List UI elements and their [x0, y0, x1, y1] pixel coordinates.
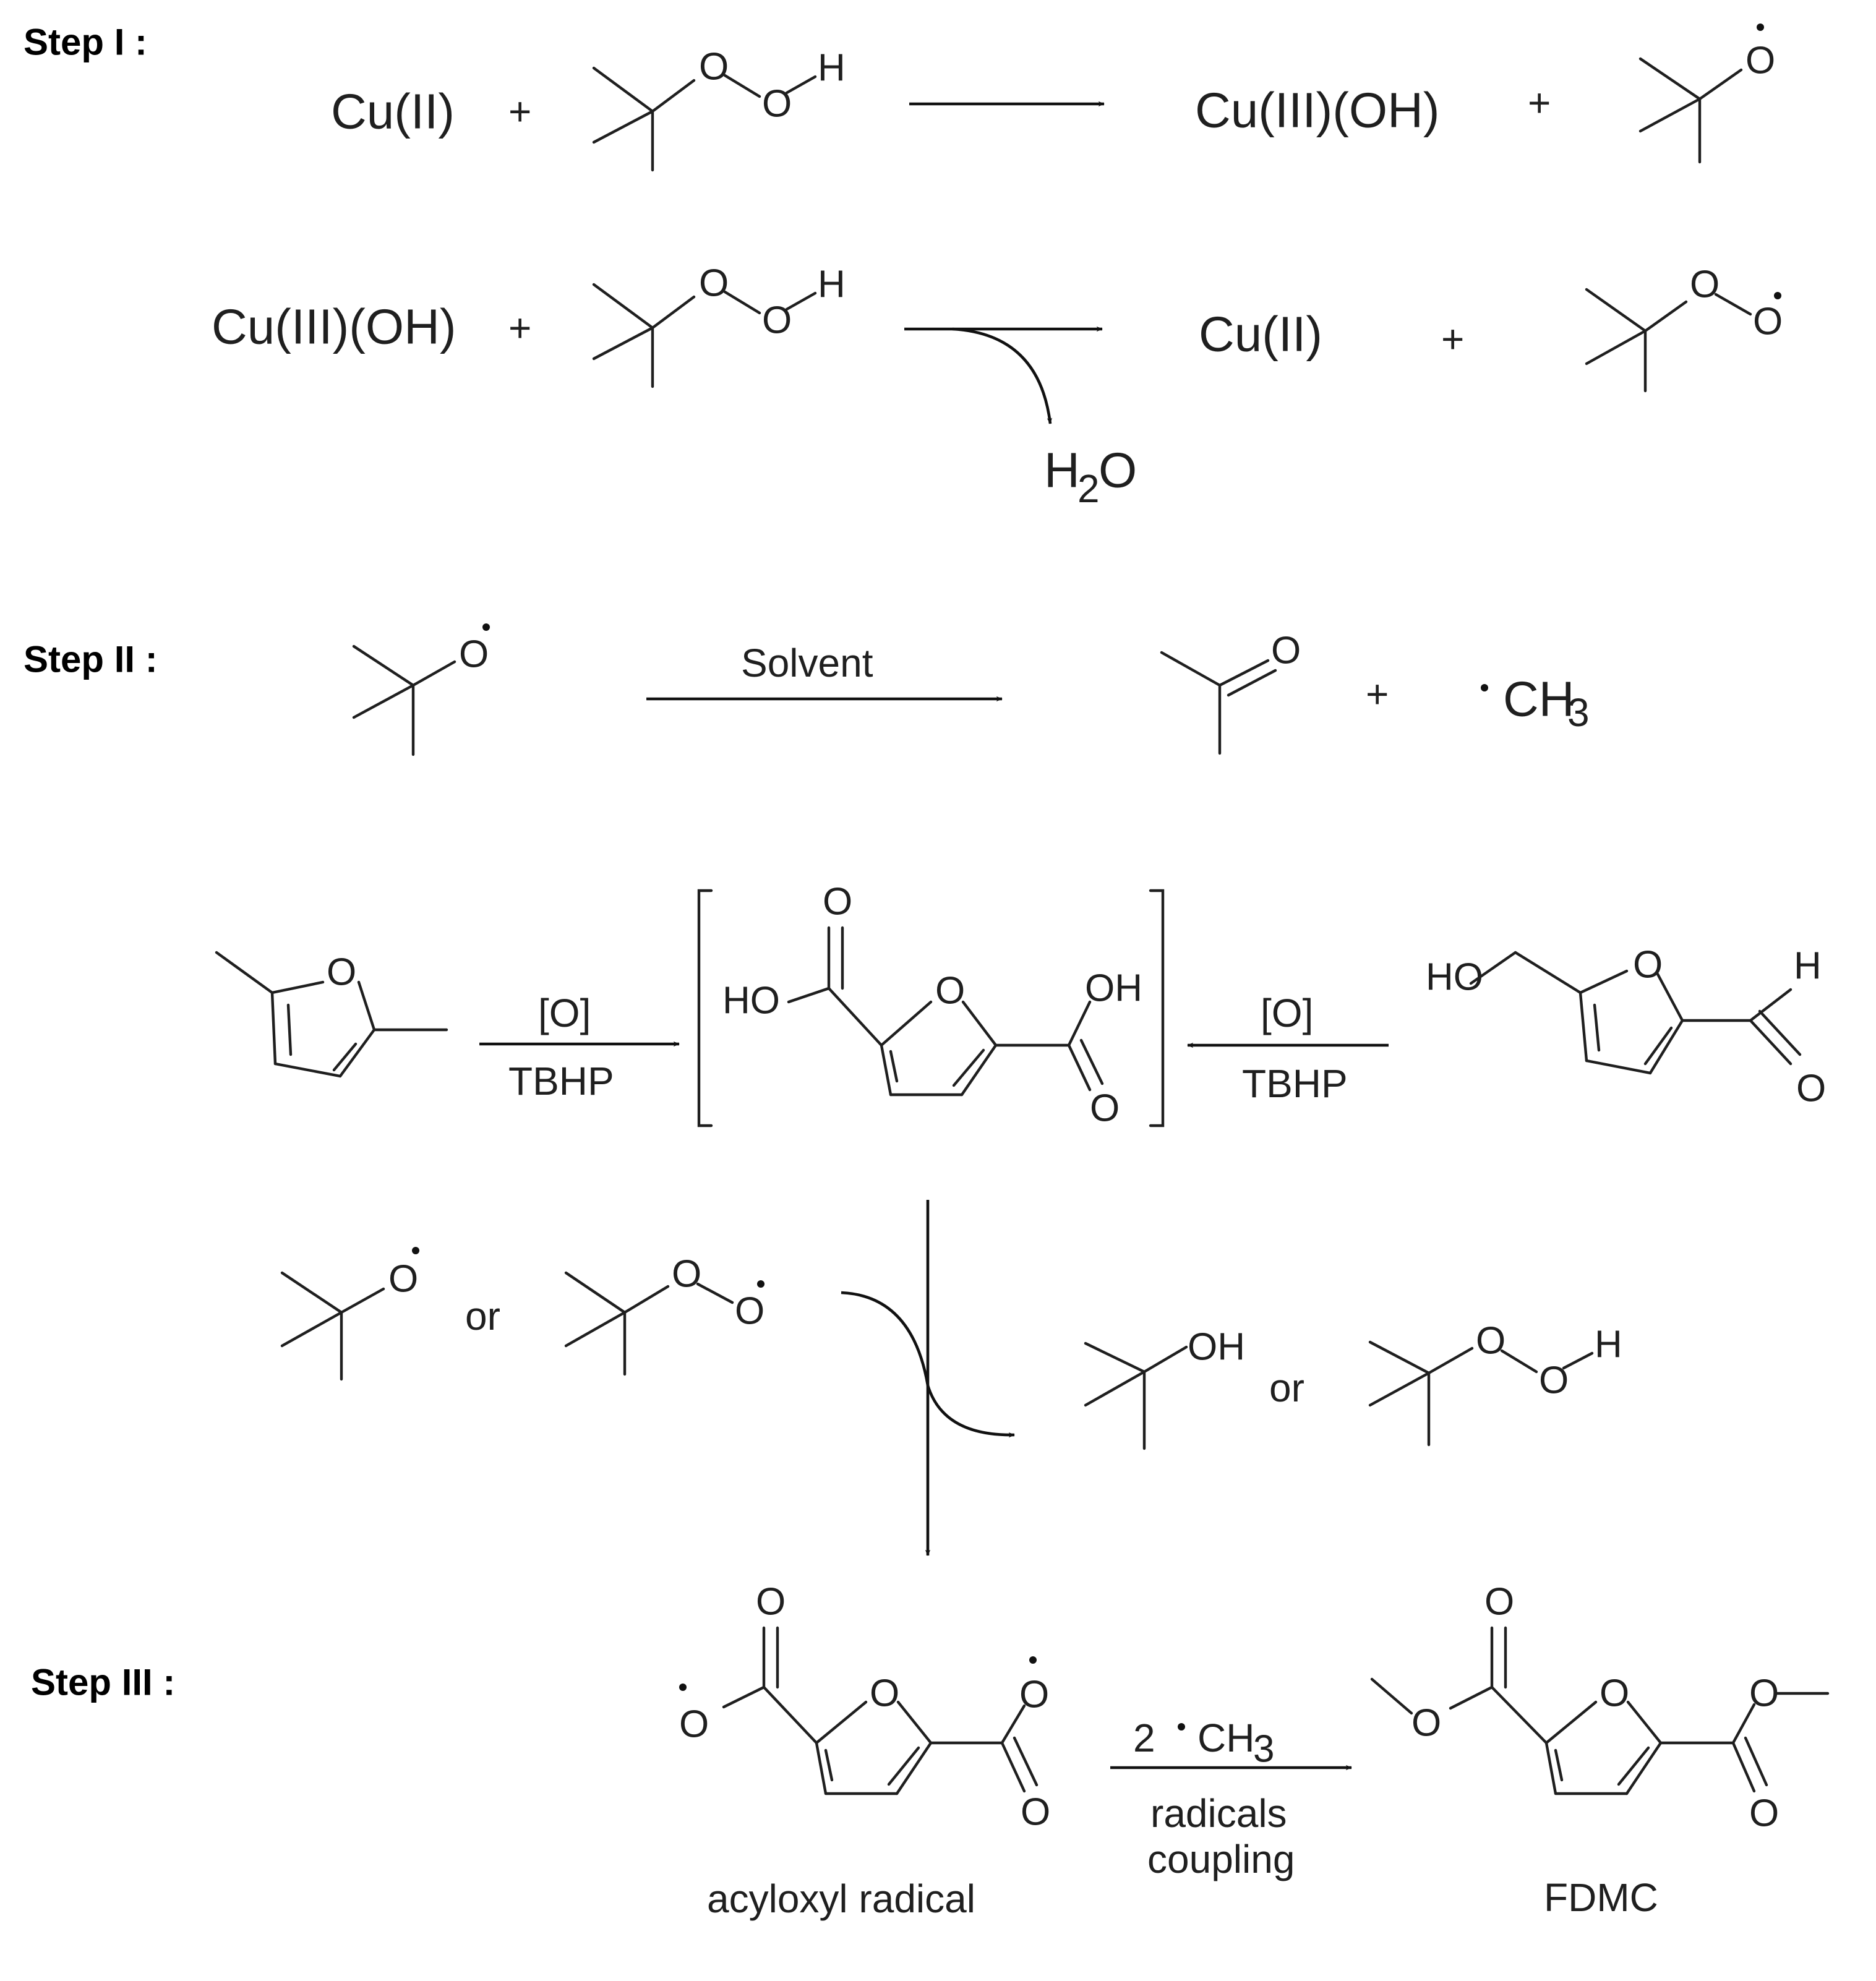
svg-text:O: O — [1690, 263, 1720, 306]
svg-text:O: O — [756, 1581, 786, 1624]
tbhp-molecule: O O H — [1368, 1320, 1622, 1447]
svg-text:O: O — [1753, 301, 1783, 343]
svg-text:O: O — [1411, 1702, 1441, 1745]
svg-text:H: H — [1595, 1324, 1622, 1366]
svg-text:H: H — [1044, 443, 1080, 498]
cu-iii-oh-product: Cu(III)(OH) — [1195, 83, 1440, 138]
step1-reaction2: Cu(III)(OH) + O O H H 2 O Cu(II) + O O — [212, 262, 1783, 511]
svg-text:O: O — [1019, 1674, 1049, 1716]
acetone: O — [1160, 630, 1301, 755]
svg-text:H: H — [818, 47, 846, 90]
methyl-radical-reagent: 2 CH 3 — [1133, 1716, 1274, 1771]
tert-butylperoxyl-radical: O O — [564, 1253, 765, 1376]
step-3-label: Step III : — [31, 1662, 175, 1703]
svg-text:O: O — [1476, 1320, 1506, 1363]
acyloxyl-radical: O O O O O — [679, 1581, 1050, 1834]
svg-text:O: O — [870, 1672, 899, 1715]
svg-text:HO: HO — [722, 980, 780, 1022]
svg-text:2: 2 — [1133, 1716, 1155, 1760]
svg-text:HO: HO — [1426, 956, 1483, 999]
svg-text:OH: OH — [1188, 1326, 1245, 1369]
coupling-label: coupling — [1147, 1837, 1295, 1881]
svg-text:CH: CH — [1197, 1716, 1254, 1760]
svg-text:O: O — [762, 299, 792, 342]
tbhp-label-left: TBHP — [508, 1059, 614, 1103]
water-release-arrow — [952, 327, 1053, 424]
plus-sign: + — [508, 306, 531, 350]
bracket-right — [1149, 889, 1165, 1127]
or-text: or — [1269, 1366, 1304, 1410]
step3-reaction: O O O O O acyloxyl radical 2 CH 3 radica… — [679, 1581, 1830, 1921]
svg-text:O: O — [1633, 944, 1663, 986]
svg-text:O: O — [327, 951, 356, 994]
svg-text:OH: OH — [1085, 967, 1142, 1010]
svg-text:O: O — [935, 970, 965, 1012]
svg-text:O: O — [1099, 443, 1137, 498]
dimethylfuran: O — [215, 951, 448, 1078]
svg-text:O: O — [1600, 1672, 1629, 1715]
step1-reaction1: Cu(II) + O O H Cu(III)(OH) + O — [331, 24, 1775, 172]
step-2-label: Step II : — [24, 639, 158, 680]
svg-text:O: O — [735, 1290, 765, 1333]
step2-reaction: O Solvent O + CH 3 — [352, 623, 1590, 756]
step-1-label: Step I : — [24, 22, 147, 63]
fdmc-molecule: O O O O O — [1370, 1581, 1830, 1835]
svg-text:O: O — [679, 1703, 709, 1746]
svg-text:O: O — [1539, 1359, 1569, 1402]
fdmc-label: FDMC — [1544, 1875, 1658, 1920]
svg-text:CH: CH — [1503, 672, 1575, 727]
svg-text:H: H — [818, 263, 846, 306]
plus-sign: + — [1528, 80, 1551, 125]
svg-text:O: O — [699, 46, 729, 88]
tert-butylperoxyl-radical: O O — [1585, 263, 1783, 393]
bracket-left — [697, 889, 713, 1127]
tbhp-label-right: TBHP — [1242, 1061, 1348, 1106]
svg-text:O: O — [1090, 1087, 1120, 1130]
fdca-intermediate: O O HO OH O — [722, 881, 1142, 1130]
svg-text:H: H — [1794, 945, 1822, 988]
acyloxyl-radical-label: acyloxyl radical — [707, 1876, 975, 1921]
oxidation-to-fdca: O [O] TBHP O O HO OH O — [215, 881, 1826, 1130]
plus-sign: + — [508, 89, 531, 134]
radicals-label: radicals — [1150, 1791, 1287, 1836]
svg-text:3: 3 — [1253, 1728, 1274, 1771]
svg-text:O: O — [388, 1258, 418, 1301]
svg-text:O: O — [1484, 1581, 1514, 1624]
svg-text:2: 2 — [1077, 466, 1100, 511]
svg-text:O: O — [672, 1253, 701, 1296]
cu-ii-product: Cu(II) — [1199, 307, 1322, 362]
tert-butoxyl-radical: O — [352, 623, 490, 756]
water: H 2 O — [1044, 443, 1137, 511]
svg-text:O: O — [823, 881, 852, 923]
solvent-condition: Solvent — [741, 641, 873, 685]
svg-text:O: O — [459, 633, 489, 676]
svg-text:3: 3 — [1567, 690, 1590, 735]
hmf: HO O H O — [1426, 944, 1826, 1110]
plus-sign: + — [1366, 672, 1389, 716]
tert-butanol: OH — [1084, 1326, 1245, 1450]
curved-abstraction-arrow — [841, 1291, 1015, 1438]
svg-text:O: O — [1271, 630, 1301, 672]
cu-iii-oh-reactant: Cu(III)(OH) — [212, 299, 456, 354]
svg-text:O: O — [1745, 40, 1775, 82]
tbhp-molecule: O O H — [592, 46, 846, 172]
methyl-radical: CH 3 — [1481, 672, 1590, 735]
tbhp-molecule: O O H — [592, 262, 846, 388]
or-text: or — [465, 1294, 500, 1338]
plus-sign: + — [1441, 317, 1464, 361]
svg-text:O: O — [1749, 1792, 1779, 1835]
oxidant-label-left: [O] — [538, 991, 591, 1035]
cu-ii-reactant: Cu(II) — [331, 84, 455, 139]
svg-text:O: O — [762, 83, 792, 126]
oxidant-label-right: [O] — [1261, 991, 1313, 1035]
tert-butoxyl-radical: O — [1638, 24, 1775, 164]
h-abstraction: O or O O OH or O O H — [280, 1200, 1622, 1556]
svg-text:O: O — [1796, 1068, 1826, 1110]
svg-text:O: O — [1021, 1791, 1050, 1834]
svg-text:O: O — [699, 262, 729, 305]
tert-butoxyl-radical: O — [280, 1247, 419, 1381]
